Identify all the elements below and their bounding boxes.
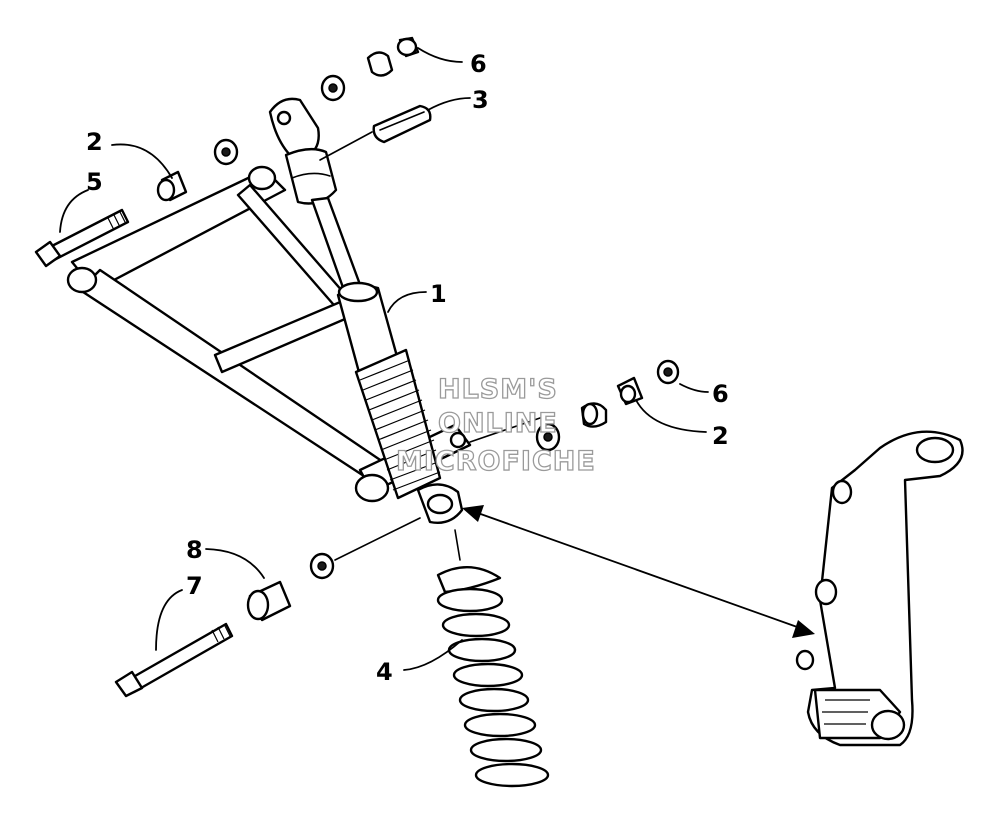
steering-knuckle	[795, 430, 964, 747]
watermark-line-2: ONLINE	[438, 408, 558, 439]
watermark-line-3: MICROFICHE	[396, 446, 596, 477]
coil-spring	[436, 529, 550, 788]
callout-5: 5	[86, 168, 103, 196]
callout-2-right: 2	[712, 422, 729, 450]
watermark: HLSM'S ONLINE MICROFICHE	[395, 373, 596, 477]
callout-6-right: 6	[712, 380, 729, 408]
callout-7: 7	[186, 572, 203, 600]
upper-hardware	[34, 36, 432, 268]
shock-absorber	[268, 97, 464, 524]
lower-hardware	[114, 517, 421, 698]
callout-8: 8	[186, 536, 203, 564]
right-hardware	[469, 359, 680, 452]
callout-3: 3	[472, 86, 489, 114]
callout-4: 4	[376, 658, 393, 686]
watermark-line-1: HLSM'S	[438, 374, 558, 405]
leader-lines	[59, 47, 709, 671]
callout-6-top: 6	[470, 50, 487, 78]
callout-2-left: 2	[86, 128, 103, 156]
connection-arrow	[462, 505, 815, 638]
a-arm	[66, 165, 472, 503]
callout-1: 1	[430, 280, 447, 308]
